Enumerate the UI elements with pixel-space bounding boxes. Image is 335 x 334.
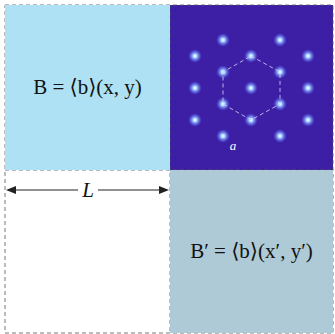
lattice-dot xyxy=(301,49,315,63)
lattice-dot xyxy=(301,81,315,95)
dimension-line xyxy=(98,190,167,191)
lattice-dot-core xyxy=(278,38,282,42)
dimension-line xyxy=(8,190,78,191)
lattice-dot-core xyxy=(249,86,253,90)
field-box: B = ⟨b⟩(x, y) xyxy=(5,5,170,170)
lattice-dot xyxy=(273,129,287,143)
lattice-dot xyxy=(301,113,315,127)
lattice-dot-core xyxy=(278,134,282,138)
hexagon-outline xyxy=(223,56,280,120)
lattice-dot-core xyxy=(306,86,310,90)
arrow-head xyxy=(6,186,16,194)
lattice-dot xyxy=(216,33,230,47)
dimension-label: L xyxy=(80,180,96,201)
lattice-dot-core xyxy=(193,118,197,122)
lattice-dot-core xyxy=(193,54,197,58)
field-formula: B = ⟨b⟩(x, y) xyxy=(33,75,142,100)
lattice-dot xyxy=(244,81,258,95)
field-formula: B′ = ⟨b⟩(x′, y′) xyxy=(190,239,313,264)
outer-frame xyxy=(5,5,333,333)
lattice-dot xyxy=(188,81,202,95)
lattice-dot xyxy=(273,33,287,47)
lattice-dot xyxy=(188,49,202,63)
lattice-dot xyxy=(188,113,202,127)
lattice-dot-core xyxy=(193,86,197,90)
lattice-dot-core xyxy=(221,134,225,138)
arrow-head xyxy=(159,186,169,194)
lattice-dot-core xyxy=(278,70,282,74)
lattice-panel xyxy=(170,5,333,170)
lattice-dots xyxy=(188,33,315,143)
field-box: B′ = ⟨b⟩(x′, y′) xyxy=(170,170,333,333)
lattice-dot-core xyxy=(306,54,310,58)
lattice-dot-core xyxy=(221,38,225,42)
lattice-dot xyxy=(216,129,230,143)
lattice-dot-core xyxy=(221,102,225,106)
lattice-constant: a xyxy=(228,139,239,152)
lattice-dot-core xyxy=(306,118,310,122)
